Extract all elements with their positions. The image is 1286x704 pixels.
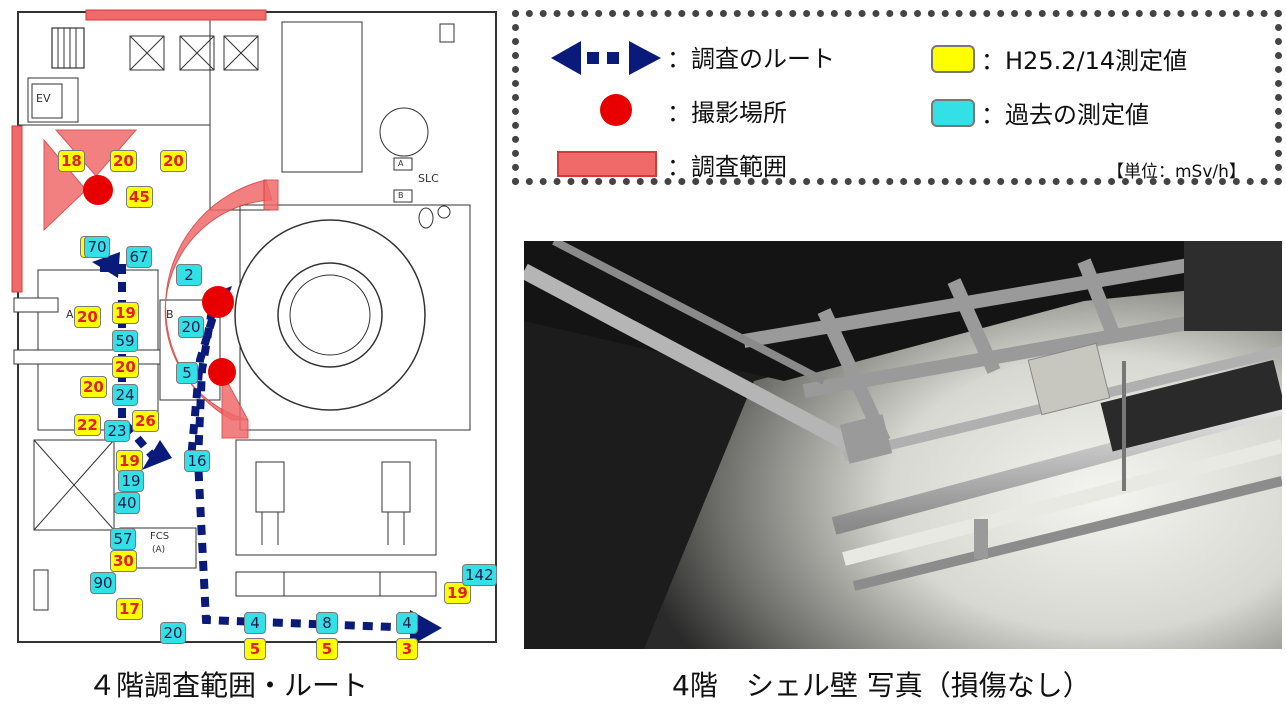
photo-legend-label: ：撮影場所 [667,99,787,127]
past-reading: 67 [126,246,152,268]
current-reading: 19 [444,582,471,604]
current-reading: 20 [74,306,101,328]
shell-wall-photo-image [524,241,1282,649]
current-reading: 20 [80,376,107,398]
current-reading: 18 [58,150,85,172]
area-legend-label: ：調査範囲 [667,153,787,181]
past-reading: 16 [184,450,210,472]
room-a-label: A [66,308,74,321]
current-reading: 5 [316,638,338,660]
slc-label: SLC [418,172,439,185]
current-legend-label: ：H25.2/14測定値 [981,47,1188,75]
current-reading: 45 [126,186,153,208]
shell-wall-photo [524,241,1282,649]
photo-caption: 4階 シェル壁 写真（損傷なし） [672,669,1091,702]
plan-caption: ４階調査範囲・ルート [88,669,369,702]
photo-spot-icon [600,94,632,126]
past-reading: 4 [396,612,418,634]
room-b-label: B [166,308,174,321]
current-reading: 19 [112,302,139,324]
past-reading: 59 [112,330,138,352]
past-swatch [931,99,975,127]
current-reading: 22 [74,414,101,436]
route-legend-label: ：調査のルート [667,45,835,73]
current-reading: 5 [244,638,266,660]
past-reading: 70 [84,236,110,258]
past-reading: 24 [112,384,138,406]
past-reading: 5 [176,362,198,384]
current-reading: 26 [132,410,159,432]
survey-area-icon [557,151,657,177]
ev-label: EV [36,92,51,105]
slc-a-label: A [398,159,404,168]
past-reading: 2 [176,264,202,286]
past-reading: 4 [244,612,266,634]
past-reading: 20 [178,316,204,338]
current-reading: 20 [160,150,187,172]
unit-label: 【単位：mSv/h】 [1107,162,1246,182]
past-reading: 23 [104,420,130,442]
route-arrow-icon [551,41,661,75]
current-reading: 20 [110,150,137,172]
slc-b-label: B [398,191,404,200]
past-reading: 8 [316,612,338,634]
past-reading: 90 [90,572,116,594]
floor-plan-drawing [11,9,497,646]
fcs-label: FCS [150,531,170,542]
current-reading: 17 [116,598,143,620]
past-reading: 57 [110,528,136,550]
past-reading: 142 [462,564,497,586]
past-legend-label: ：過去の測定値 [981,101,1149,129]
floor-plan: EV SLC A B FCS (A) A B 18 20 20 45 3 19 … [0,0,510,660]
past-reading: 19 [118,470,144,492]
current-reading: 20 [112,356,139,378]
current-reading: 19 [116,450,143,472]
current-reading: 3 [396,638,418,660]
fcs-sub-label: (A) [152,545,166,555]
past-reading: 40 [114,492,140,514]
past-reading: 20 [160,622,186,644]
current-swatch [931,45,975,73]
current-reading: 30 [110,550,137,572]
legend: ：調査のルート ：撮影場所 ：調査範囲 ：H25.2/14測定値 ：過去の測定値… [512,10,1282,185]
